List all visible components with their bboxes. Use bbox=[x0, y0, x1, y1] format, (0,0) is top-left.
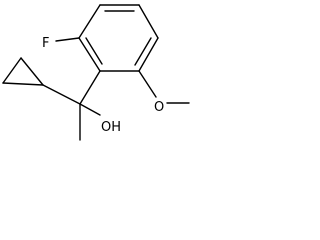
cyclopropyl-ring bbox=[2, 57, 44, 86]
ring-bond-c4-c5 bbox=[138, 37, 159, 72]
ring-bond-c3-c4 bbox=[138, 4, 159, 39]
bond-c5-oxygen bbox=[138, 70, 157, 98]
benzene-ring bbox=[78, 4, 159, 72]
ring-bond-c6-c1 bbox=[78, 37, 101, 72]
ring-double-bond-c6-c1 bbox=[85, 37, 103, 65]
hydroxyl-label: OH bbox=[101, 120, 121, 135]
ring-bond-c1-c2 bbox=[78, 4, 101, 39]
bond-c6-quaternary-carbon bbox=[79, 70, 101, 105]
fluorine-label: F bbox=[42, 36, 49, 51]
molecule-structure: F O OH bbox=[2, 4, 190, 141]
bond-c1-fluorine bbox=[55, 37, 80, 42]
ring-double-bond-c4-c5 bbox=[134, 37, 152, 66]
cyclopropyl-bond-3 bbox=[20, 57, 44, 86]
bond-quaternary-carbon-cyclopropyl bbox=[42, 84, 81, 105]
bond-quaternary-carbon-hydroxyl bbox=[79, 103, 101, 116]
cyclopropyl-bond-1 bbox=[2, 82, 44, 86]
methoxy-oxygen-label: O bbox=[154, 100, 164, 115]
cyclopropyl-bond-2 bbox=[2, 57, 22, 84]
